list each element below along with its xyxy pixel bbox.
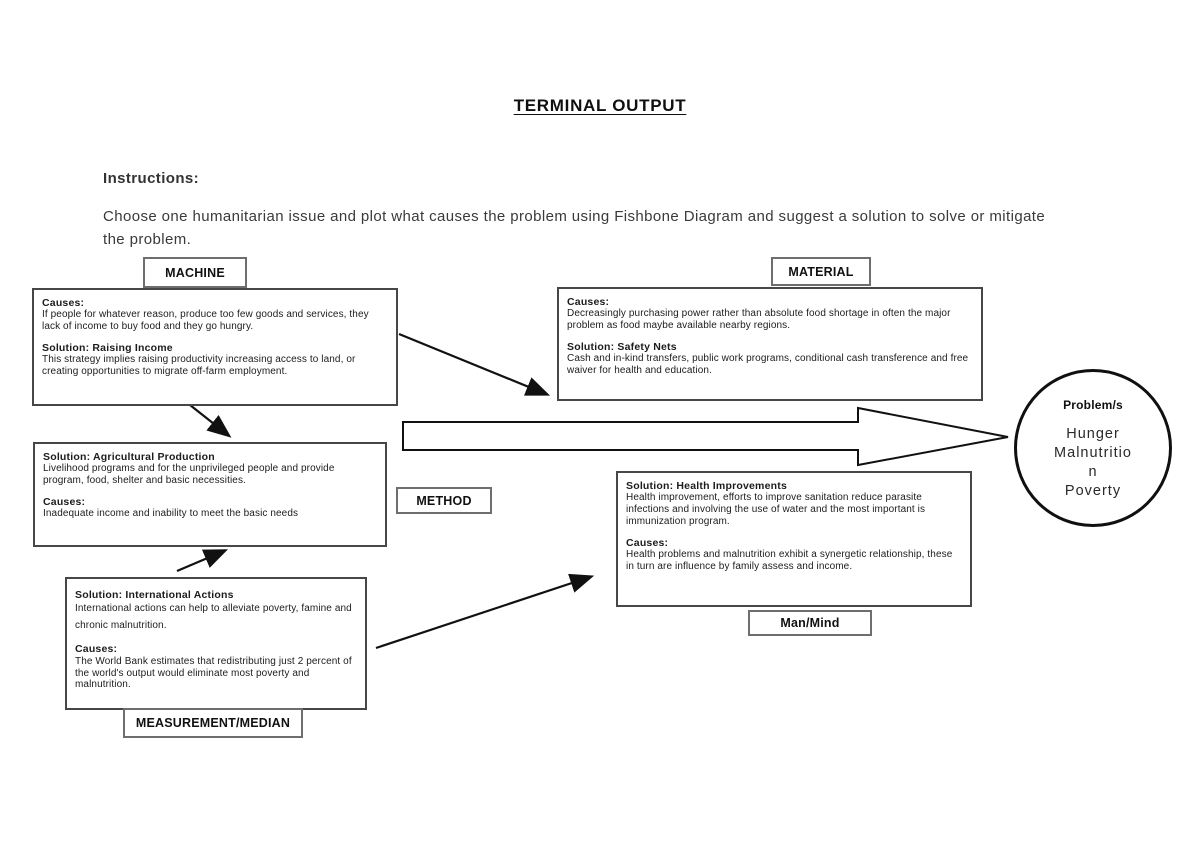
instructions-body: Choose one humanitarian issue and plot w… (103, 208, 1046, 248)
solution-heading: Solution: International Actions (75, 589, 234, 601)
page-title: TERMINAL OUTPUT (513, 96, 687, 115)
solution-heading: Solution: Safety Nets (567, 340, 677, 353)
causes-heading: Causes: (567, 296, 610, 308)
causes-heading: Causes: (626, 536, 669, 549)
agricultural-production-box: Solution: Agricultural Production Liveli… (33, 442, 387, 547)
solution-heading: Solution: Agricultural Production (43, 451, 215, 463)
problem-item-poverty: Poverty (1064, 482, 1122, 499)
category-label-measurement-median: MEASUREMENT/MEDIAN (123, 708, 303, 738)
problem-circle: Problem/s Hunger Malnutrition Poverty (1014, 369, 1172, 527)
international-actions-box: Solution: International Actions Internat… (65, 577, 367, 710)
causes-heading: Causes: (42, 297, 85, 309)
solution-text: International actions can help to allevi… (75, 603, 352, 631)
causes-text: The World Bank estimates that redistribu… (75, 655, 352, 691)
health-improvements-box: Solution: Health Improvements Health imp… (616, 471, 972, 607)
category-label-method: METHOD (396, 487, 492, 514)
solution-text: Livelihood programs and for the unprivil… (43, 463, 335, 487)
problem-heading: Problem/s (1063, 398, 1123, 412)
category-label-machine: MACHINE (143, 257, 247, 288)
causes-text: Decreasingly purchasing power rather tha… (567, 308, 951, 332)
main-spine-arrow (402, 406, 1009, 467)
category-label-text: METHOD (416, 493, 472, 508)
arrow-international-to-agricultural (176, 549, 229, 573)
problem-item-malnutrition: Malnutrition (1054, 444, 1132, 480)
solution-text: Health improvement, efforts to improve s… (626, 492, 926, 527)
arrow-machine-to-agricultural (189, 404, 232, 438)
problem-circle-content: Problem/s Hunger Malnutrition Poverty (1053, 398, 1133, 508)
solution-heading: Solution: Health Improvements (626, 480, 787, 492)
solution-text: This strategy implies raising productivi… (42, 354, 356, 378)
category-label-text: Man/Mind (780, 616, 840, 630)
solution-heading: Solution: Raising Income (42, 341, 173, 354)
arrow-machine-to-material (398, 332, 551, 396)
category-label-text: MEASUREMENT/MEDIAN (135, 716, 291, 730)
arrow-international-to-health (375, 573, 595, 650)
machine-causes-box: Causes: If people for whatever reason, p… (32, 288, 398, 406)
category-label-text: MACHINE (165, 265, 225, 280)
solution-text: Cash and in-kind transfers, public work … (567, 353, 969, 377)
category-label-man-mind: Man/Mind (748, 610, 872, 636)
causes-text: Inadequate income and inability to meet … (43, 508, 299, 520)
causes-heading: Causes: (43, 495, 86, 508)
category-label-material: MATERIAL (771, 257, 871, 286)
causes-heading: Causes: (75, 643, 118, 656)
category-label-text: MATERIAL (788, 264, 854, 279)
instructions-heading: Instructions: (103, 170, 200, 187)
problem-item-hunger: Hunger (1066, 426, 1120, 442)
causes-text: If people for whatever reason, produce t… (42, 309, 369, 333)
material-causes-box: Causes: Decreasingly purchasing power ra… (557, 287, 983, 401)
causes-text: Health problems and malnutrition exhibit… (626, 549, 953, 572)
